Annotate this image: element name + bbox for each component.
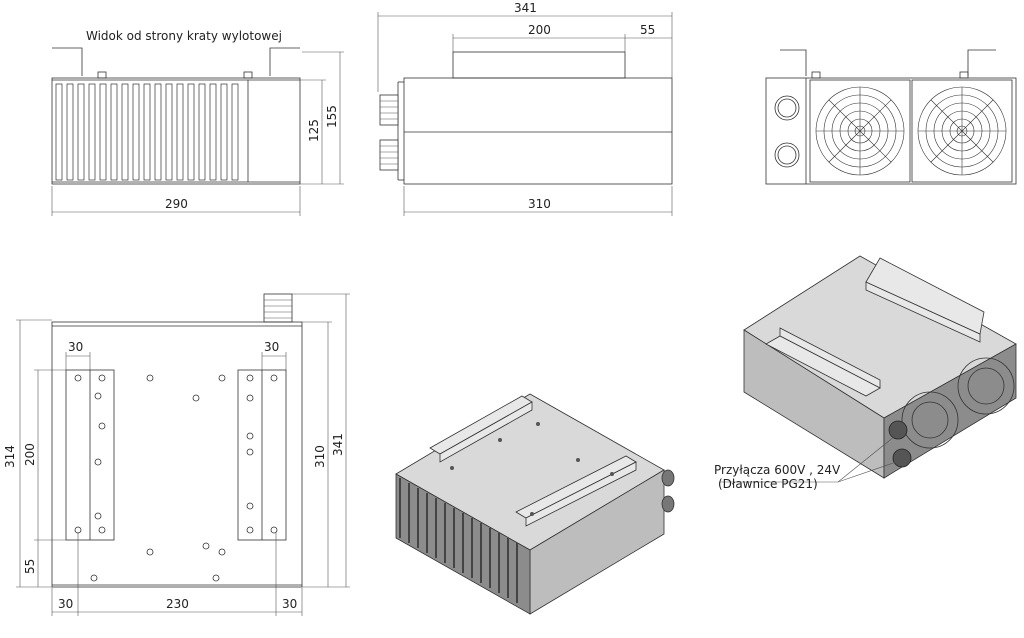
mounting-hole [246, 394, 254, 402]
fan-spoke [859, 99, 892, 132]
mounting-hole [246, 502, 254, 510]
grille-fin [220, 83, 228, 181]
grille-fin [110, 83, 118, 181]
cable-gland-top [379, 94, 399, 126]
fan-spoke [961, 130, 994, 163]
grille-fin [66, 83, 74, 181]
dim-155: 155 [325, 105, 339, 128]
grille-fin [88, 83, 96, 181]
grille-fin [77, 83, 85, 181]
mounting-hole [202, 542, 210, 550]
grille-fin [176, 83, 184, 181]
iso-screw [536, 422, 540, 426]
dim-200-left: 200 [23, 443, 37, 466]
mounting-hole [90, 574, 98, 582]
connector-note-line1: Przyłącza 600V , 24V [714, 463, 841, 477]
dim-30-top-left: 30 [68, 340, 83, 354]
dim-55: 55 [640, 23, 655, 37]
iso-screws [450, 422, 614, 516]
fan-spoke [961, 99, 994, 132]
fan-spoke [828, 130, 861, 163]
grille-fin [55, 83, 63, 181]
grille-fins [55, 83, 239, 181]
rear-view [765, 49, 1017, 185]
iso-screw [610, 472, 614, 476]
grille-fin [209, 83, 217, 181]
fan-spoke [828, 99, 861, 132]
dim-310: 310 [528, 197, 551, 211]
cable-gland-bottom [379, 139, 399, 171]
connector-note-line2: (Dławnice PG21) [718, 477, 818, 491]
mounting-hole [98, 422, 106, 430]
mounting-hole [246, 448, 254, 456]
mounting-hole [218, 374, 226, 382]
isometric-view-fans: Przyłącza 600V , 24V (Dławnice PG21) [714, 255, 1017, 491]
grille-fin [132, 83, 140, 181]
mounting-hole [146, 548, 154, 556]
dim-230: 230 [166, 597, 189, 611]
dim-341: 341 [514, 1, 537, 15]
top-view: 30 230 30 30 30 314 200 55 310 341 [3, 293, 350, 616]
grille-fin [154, 83, 162, 181]
dim-310-right: 310 [313, 445, 327, 468]
mounting-hole [270, 374, 278, 382]
front-view-caption: Widok od strony kraty wylotowej [86, 29, 282, 43]
dim-55-left: 55 [23, 559, 37, 574]
iso-screw [576, 458, 580, 462]
mounting-hole [218, 548, 226, 556]
grille-fin [99, 83, 107, 181]
side-view: 341 200 55 310 [377, 1, 673, 216]
mounting-hole [212, 574, 220, 582]
mounting-hole [98, 374, 106, 382]
mounting-hole [270, 526, 278, 534]
grille-fin [231, 83, 239, 181]
iso-screw [530, 512, 534, 516]
fan-left [815, 86, 905, 176]
grille-fin [187, 83, 195, 181]
iso-screw [498, 438, 502, 442]
isometric-view-grille [395, 393, 675, 615]
iso-grille-fins [399, 478, 518, 603]
grille-fin [198, 83, 206, 181]
dim-125: 125 [307, 119, 321, 142]
mounting-hole [74, 374, 82, 382]
dim-30-bottom-left: 30 [58, 597, 73, 611]
fan-spoke [859, 130, 892, 163]
grille-fin [165, 83, 173, 181]
fan-right [917, 86, 1007, 176]
iso-screw [450, 466, 454, 470]
dim-341-right: 341 [331, 433, 345, 456]
dim-200: 200 [528, 23, 551, 37]
mounting-hole [94, 458, 102, 466]
fan-spoke [930, 130, 963, 163]
mounting-hole [98, 526, 106, 534]
dim-290: 290 [165, 197, 188, 211]
grille-fin [121, 83, 129, 181]
dim-314: 314 [3, 445, 17, 468]
mounting-hole [94, 392, 102, 400]
mounting-hole [246, 432, 254, 440]
grille-fin [143, 83, 151, 181]
mounting-holes [74, 374, 278, 582]
fan-spoke [930, 99, 963, 132]
dim-30-top-right: 30 [264, 340, 279, 354]
mounting-hole [94, 512, 102, 520]
mounting-hole [246, 374, 254, 382]
mounting-hole [246, 526, 254, 534]
front-view: Widok od strony kraty wylotowej 290 125 … [51, 29, 344, 216]
mounting-hole [192, 394, 200, 402]
dim-30-bottom-right: 30 [282, 597, 297, 611]
mounting-hole [146, 374, 154, 382]
